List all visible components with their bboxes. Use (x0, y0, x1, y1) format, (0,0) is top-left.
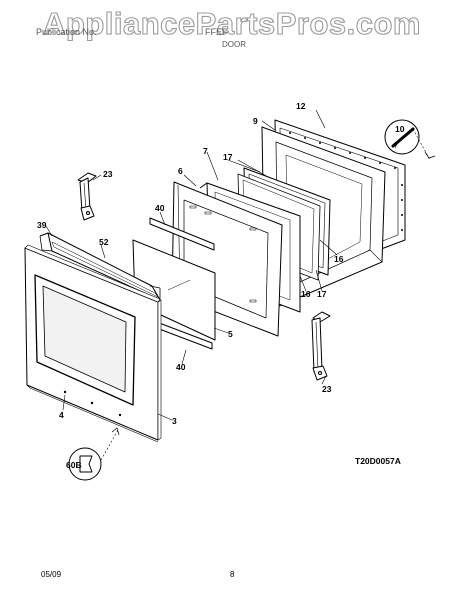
screw-detail (384, 119, 436, 161)
watermark: AppliancePartsPros.com (42, 5, 421, 41)
section-title: DOOR (222, 40, 246, 49)
upper-glass-bracket (149, 217, 215, 251)
callout-5: 5 (228, 329, 233, 339)
handle-screw-detail (68, 427, 120, 481)
callout-39: 39 (37, 220, 47, 230)
callout-7: 7 (203, 146, 208, 156)
callout-16-right: 16 (334, 254, 344, 264)
footer-page-number: 8 (230, 570, 235, 579)
callout-52: 52 (99, 237, 109, 247)
callout-12: 12 (296, 101, 306, 111)
right-hinge (311, 311, 331, 381)
leader-lines (45, 109, 338, 421)
callout-17-lower: 17 (317, 289, 327, 299)
callout-23-left: 23 (103, 169, 113, 179)
callout-16-lower: 16 (301, 289, 311, 299)
callout-6: 6 (178, 166, 183, 176)
footer-date: 05/09 (41, 570, 62, 579)
door-trim (39, 232, 161, 301)
callout-3: 3 (172, 416, 177, 426)
callout-4: 4 (59, 410, 64, 420)
outer-door-panel (24, 244, 162, 443)
publication-number: Publication No. (36, 27, 97, 37)
callout-9: 9 (253, 116, 258, 126)
callout-40-upper: 40 (155, 203, 165, 213)
callout-40-lower: 40 (176, 362, 186, 372)
model-number: FFEF (205, 27, 228, 37)
callout-17-top: 17 (223, 152, 233, 162)
drawing-code: T20D0057A (355, 456, 401, 466)
callout-23-right: 23 (322, 384, 332, 394)
callout-60B: 60B (66, 460, 82, 470)
left-hinge (77, 172, 97, 221)
callout-10: 10 (395, 124, 405, 134)
